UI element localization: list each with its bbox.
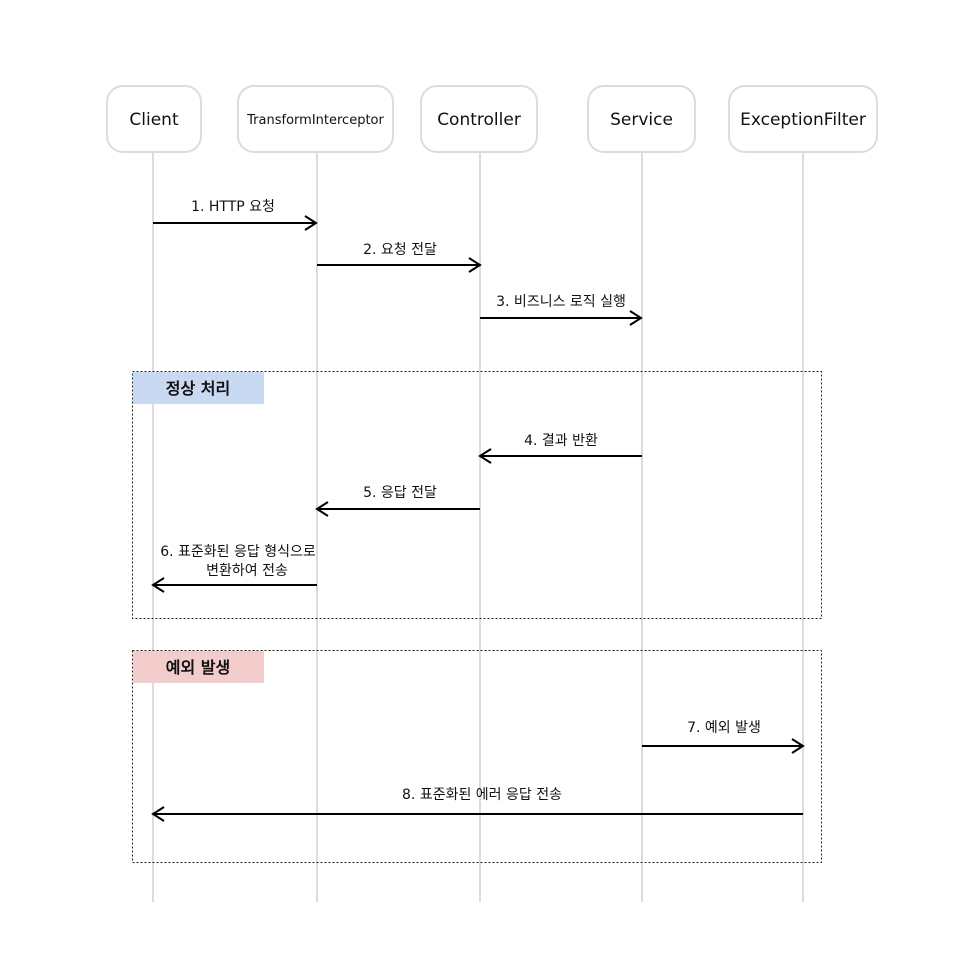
frame-exception-label: 예외 발생: [166, 658, 230, 677]
message-label: 8. 표준화된 에러 응답 전송: [402, 787, 562, 803]
participant-filter: ExceptionFilter: [728, 85, 878, 153]
participant-controller: Controller: [420, 85, 538, 153]
arrowhead-left-icon: [478, 448, 492, 464]
arrowhead-right-icon: [629, 310, 643, 326]
frame-normal-label: 정상 처리: [166, 379, 230, 398]
message-label-line1: 6. 표준화된 응답 형식으로: [160, 544, 316, 560]
arrowhead-left-icon: [151, 577, 165, 593]
participant-client: Client: [106, 85, 202, 153]
participant-label: ExceptionFilter: [740, 110, 866, 130]
message-label: 5. 응답 전달: [363, 485, 437, 501]
message-5: 5. 응답 전달: [315, 485, 480, 517]
message-1: 1. HTTP 요청: [153, 199, 318, 231]
frame-normal-tag: [133, 372, 264, 404]
message-7: 7. 예외 발생: [642, 720, 805, 754]
message-label: 3. 비즈니스 로직 실행: [496, 294, 626, 310]
arrowhead-left-icon: [151, 806, 165, 822]
participant-label: TransformInterceptor: [246, 113, 384, 128]
frame-normal: 정상 처리: [132, 371, 822, 619]
message-3: 3. 비즈니스 로직 실행: [480, 294, 643, 326]
frame-normal-border: [132, 371, 822, 619]
frame-exception-tag: [133, 651, 264, 683]
arrowhead-left-icon: [315, 501, 329, 517]
frame-exception: 예외 발생: [132, 650, 822, 863]
message-label: 4. 결과 반환: [524, 433, 598, 449]
message-label-line2: 변환하여 전송: [206, 563, 288, 579]
message-4: 4. 결과 반환: [478, 433, 642, 464]
message-2: 2. 요청 전달: [317, 242, 482, 273]
message-label: 2. 요청 전달: [363, 242, 437, 258]
arrowhead-right-icon: [468, 257, 482, 273]
participant-label: Service: [610, 110, 673, 130]
frame-exception-border: [132, 650, 822, 863]
message-8: 8. 표준화된 에러 응답 전송: [151, 787, 803, 822]
message-6: 6. 표준화된 응답 형식으로 변환하여 전송: [151, 544, 317, 593]
participant-label: Controller: [437, 110, 521, 130]
participant-label: Client: [129, 110, 179, 130]
arrowhead-right-icon: [304, 215, 318, 231]
participant-service: Service: [587, 85, 696, 153]
participant-interceptor: TransformInterceptor: [237, 85, 394, 153]
message-label: 1. HTTP 요청: [191, 199, 275, 215]
arrowhead-right-icon: [791, 738, 805, 754]
message-label: 7. 예외 발생: [687, 720, 761, 736]
